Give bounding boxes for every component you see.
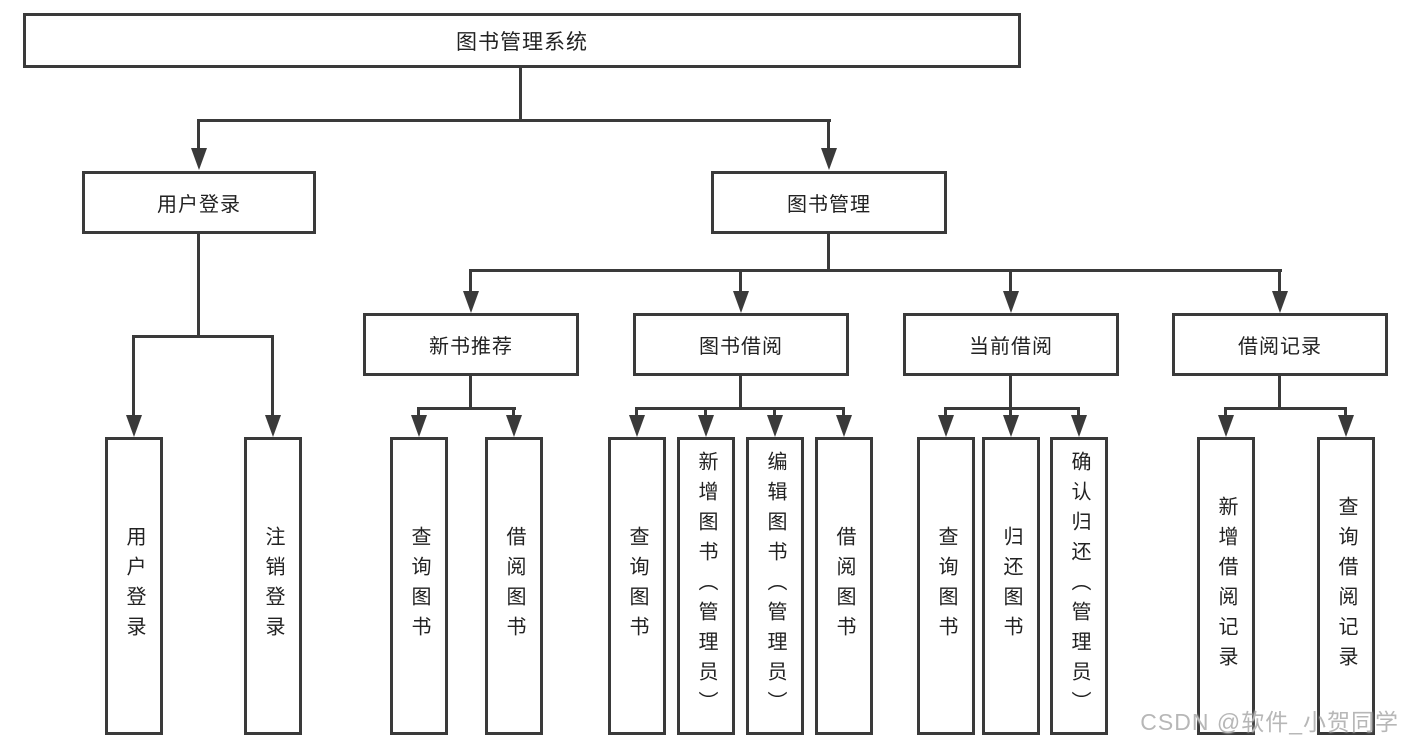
arrowhead-icon — [191, 148, 207, 170]
connector-line — [1009, 269, 1012, 293]
leaf-current-query-label: 查询图书 — [935, 526, 957, 646]
arrowhead-icon — [1218, 415, 1234, 437]
leaf-borrow-edit-book-label: 编辑图书（管理员） — [764, 451, 786, 721]
connector-line — [271, 335, 274, 416]
arrowhead-icon — [265, 415, 281, 437]
leaf-borrow-add-book-label: 新增图书（管理员） — [695, 451, 717, 721]
arrowhead-icon — [506, 415, 522, 437]
connector-line — [1077, 407, 1080, 417]
connector-line — [519, 67, 522, 120]
node-book-borrow-label: 图书借阅 — [699, 336, 783, 358]
arrowhead-icon — [1003, 415, 1019, 437]
arrowhead-icon — [733, 291, 749, 313]
arrowhead-icon — [411, 415, 427, 437]
arrowhead-icon — [126, 415, 142, 437]
node-root: 图书管理系统 — [23, 13, 1021, 68]
arrowhead-icon — [1338, 415, 1354, 437]
node-user-login-label: 用户登录 — [157, 194, 241, 216]
node-new-book-recommend-label: 新书推荐 — [429, 336, 513, 358]
connector-line — [739, 376, 742, 408]
leaf-current-query: 查询图书 — [917, 437, 975, 735]
arrowhead-icon — [821, 148, 837, 170]
connector-line — [635, 407, 845, 410]
connector-line — [1278, 269, 1281, 293]
connector-line — [469, 269, 472, 293]
leaf-user-login: 用户登录 — [105, 437, 163, 735]
connector-line — [827, 234, 830, 270]
connector-line — [1009, 376, 1012, 408]
connector-line — [1009, 407, 1012, 417]
leaf-borrow-book-label: 借阅图书 — [833, 526, 855, 646]
node-borrow-records-label: 借阅记录 — [1238, 336, 1322, 358]
leaf-newbooks-query-label: 查询图书 — [408, 526, 430, 646]
arrowhead-icon — [463, 291, 479, 313]
connector-line — [842, 407, 845, 417]
node-new-book-recommend: 新书推荐 — [363, 313, 579, 376]
leaf-newbooks-borrow: 借阅图书 — [485, 437, 543, 735]
arrowhead-icon — [836, 415, 852, 437]
arrowhead-icon — [1272, 291, 1288, 313]
node-book-borrow: 图书借阅 — [633, 313, 849, 376]
node-current-borrow-label: 当前借阅 — [969, 336, 1053, 358]
arrowhead-icon — [1003, 291, 1019, 313]
node-book-management: 图书管理 — [711, 171, 947, 234]
connector-line — [512, 407, 515, 417]
connector-line — [417, 407, 420, 417]
node-user-login: 用户登录 — [82, 171, 316, 234]
leaf-newbooks-query: 查询图书 — [390, 437, 448, 735]
connector-line — [1224, 407, 1347, 410]
arrowhead-icon — [938, 415, 954, 437]
node-root-label: 图书管理系统 — [456, 30, 588, 54]
leaf-logout-label: 注销登录 — [262, 526, 284, 646]
leaf-borrow-book: 借阅图书 — [815, 437, 873, 735]
leaf-borrow-query-label: 查询图书 — [626, 526, 648, 646]
connector-line — [417, 407, 516, 410]
arrowhead-icon — [698, 415, 714, 437]
leaf-add-borrow-record-label: 新增借阅记录 — [1215, 496, 1237, 676]
leaf-borrow-query: 查询图书 — [608, 437, 666, 735]
leaf-query-borrow-record-label: 查询借阅记录 — [1335, 496, 1357, 676]
connector-line — [944, 407, 1080, 410]
leaf-return-book: 归还图书 — [982, 437, 1040, 735]
connector-line — [827, 119, 830, 153]
leaf-logout: 注销登录 — [244, 437, 302, 735]
connector-line — [773, 407, 776, 417]
leaf-borrow-edit-book: 编辑图书（管理员） — [746, 437, 804, 735]
connector-line — [197, 119, 200, 153]
connector-line — [1224, 407, 1227, 417]
leaf-query-borrow-record: 查询借阅记录 — [1317, 437, 1375, 735]
connector-line — [739, 269, 742, 293]
connector-line — [132, 335, 135, 416]
arrowhead-icon — [629, 415, 645, 437]
connector-line — [197, 234, 200, 336]
node-current-borrow: 当前借阅 — [903, 313, 1119, 376]
connector-line — [132, 335, 274, 338]
leaf-add-borrow-record: 新增借阅记录 — [1197, 437, 1255, 735]
connector-line — [704, 407, 707, 417]
connector-line — [944, 407, 947, 417]
node-book-management-label: 图书管理 — [787, 194, 871, 216]
leaf-user-login-label: 用户登录 — [123, 526, 145, 646]
connector-line — [469, 376, 472, 408]
arrowhead-icon — [1071, 415, 1087, 437]
arrowhead-icon — [767, 415, 783, 437]
connector-line — [469, 269, 1282, 272]
watermark: CSDN @软件_小贺同学 — [1140, 709, 1399, 735]
connector-line — [1344, 407, 1347, 417]
connector-line — [635, 407, 638, 417]
connector-line — [1278, 376, 1281, 408]
connector-line — [197, 119, 831, 122]
leaf-confirm-return-label: 确认归还（管理员） — [1068, 451, 1090, 721]
leaf-newbooks-borrow-label: 借阅图书 — [503, 526, 525, 646]
leaf-borrow-add-book: 新增图书（管理员） — [677, 437, 735, 735]
leaf-confirm-return: 确认归还（管理员） — [1050, 437, 1108, 735]
node-borrow-records: 借阅记录 — [1172, 313, 1388, 376]
leaf-return-book-label: 归还图书 — [1000, 526, 1022, 646]
